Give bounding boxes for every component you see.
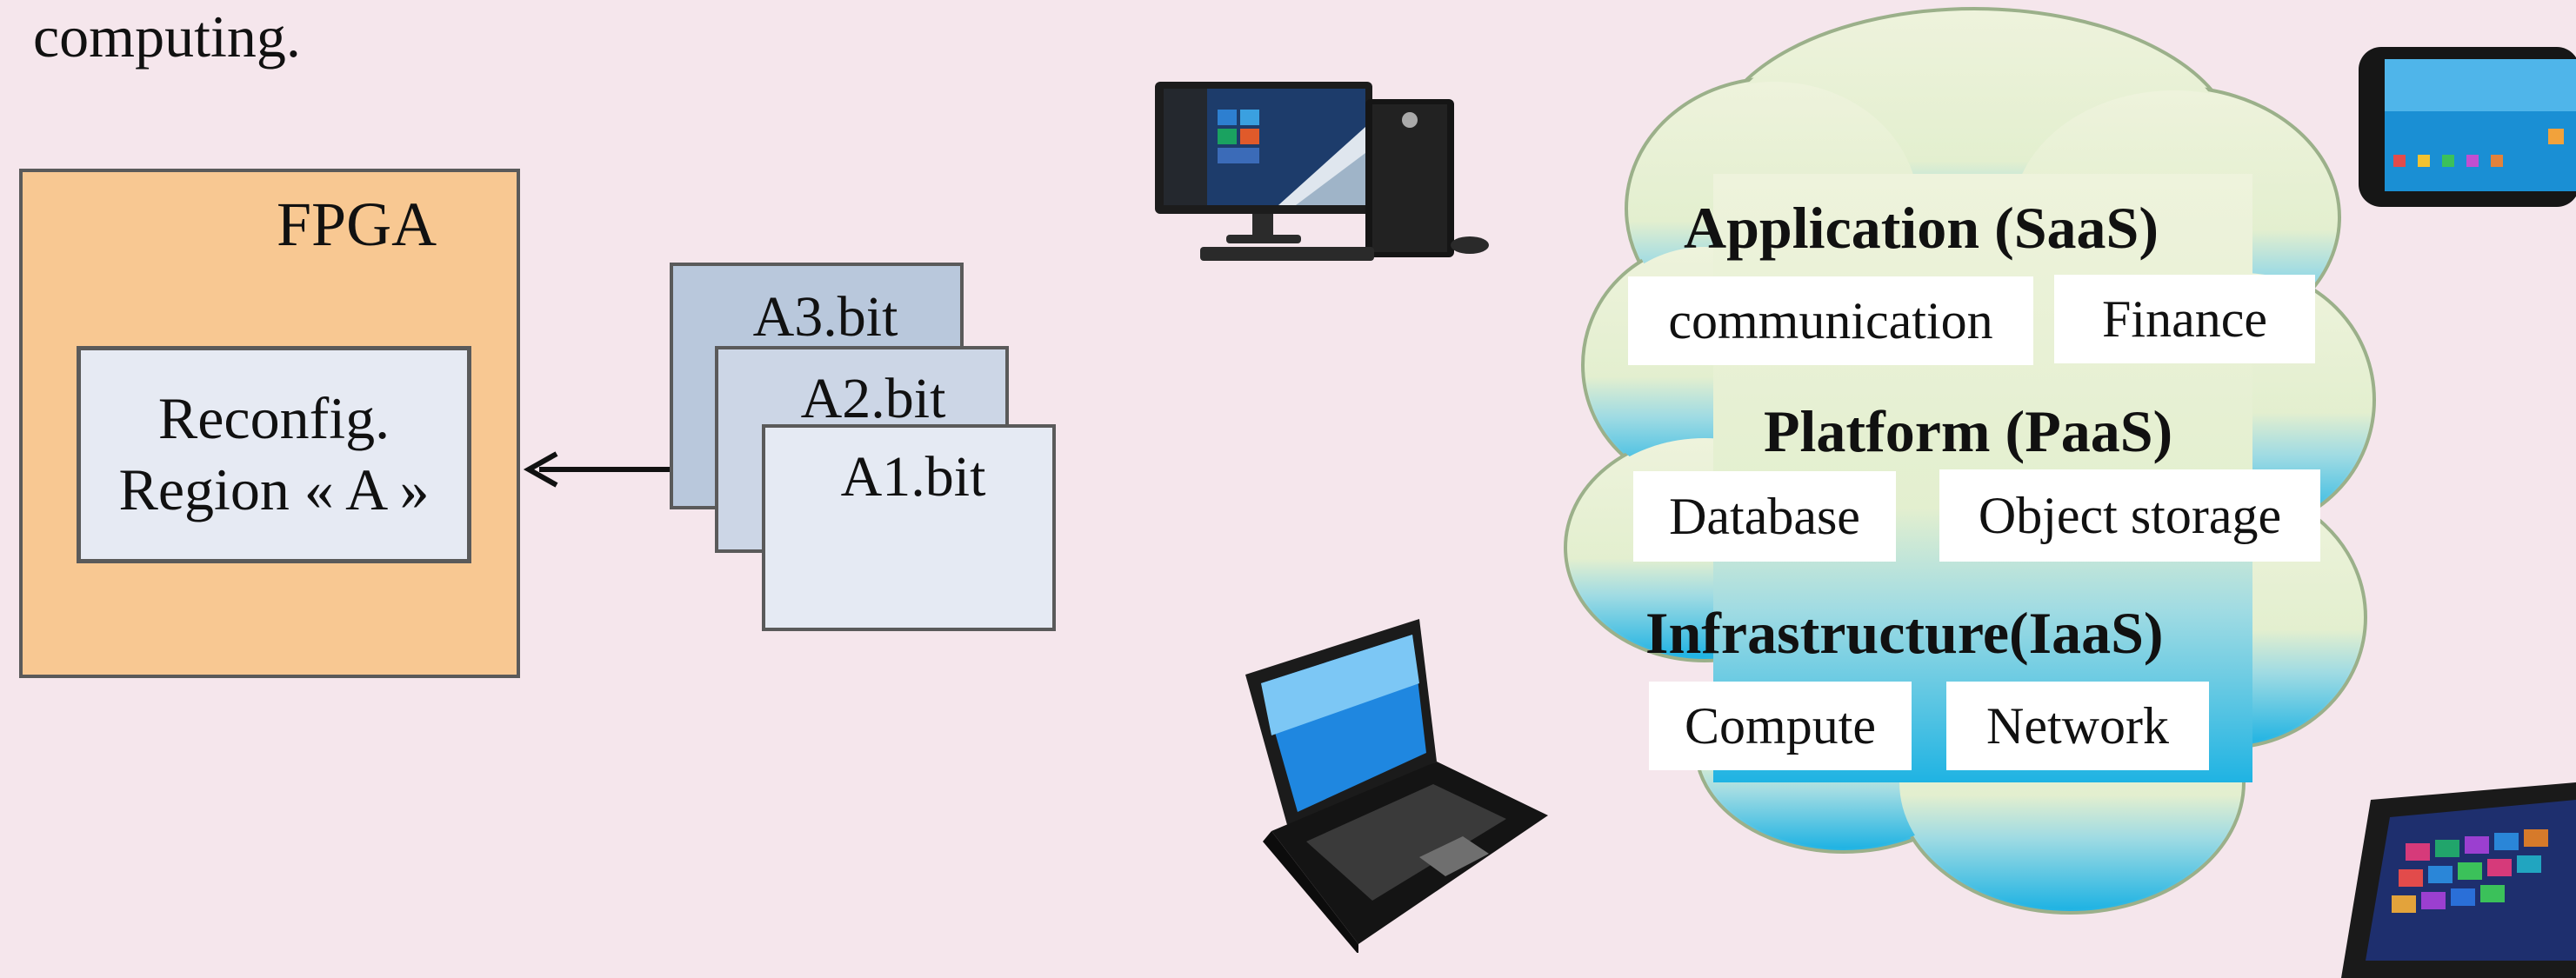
service-object-storage: Object storage	[1939, 469, 2320, 562]
service-database: Database	[1633, 471, 1896, 562]
layer-title-saas: Application (SaaS)	[1684, 195, 2159, 261]
region-label-line1: Reconfig.	[157, 385, 390, 452]
fpga-title: FPGA	[277, 190, 437, 259]
laptop-icon	[1245, 619, 1548, 953]
region-label-line2: Region « A »	[118, 456, 430, 522]
tablet-icon	[2341, 782, 2576, 978]
bitstream-label: A3.bit	[752, 285, 898, 349]
intro-text: computing.	[33, 3, 301, 70]
bitstream-card-a1: A1.bit	[762, 424, 1056, 631]
layer-title-iaas: Infrastructure(IaaS)	[1645, 600, 2164, 666]
smartphone-icon	[2359, 47, 2576, 207]
service-finance: Finance	[2054, 275, 2315, 363]
cloud-shape	[1564, 7, 2376, 915]
service-network: Network	[1946, 682, 2209, 770]
bitstream-label: A2.bit	[800, 367, 946, 430]
service-communication: communication	[1628, 276, 2033, 365]
layer-title-paas: Platform (PaaS)	[1764, 398, 2173, 464]
bitstream-label: A1.bit	[840, 445, 986, 509]
service-compute: Compute	[1649, 682, 1912, 770]
desktop-computer-icon	[1155, 82, 1489, 261]
reconfig-region: Reconfig. Region « A »	[77, 346, 471, 563]
